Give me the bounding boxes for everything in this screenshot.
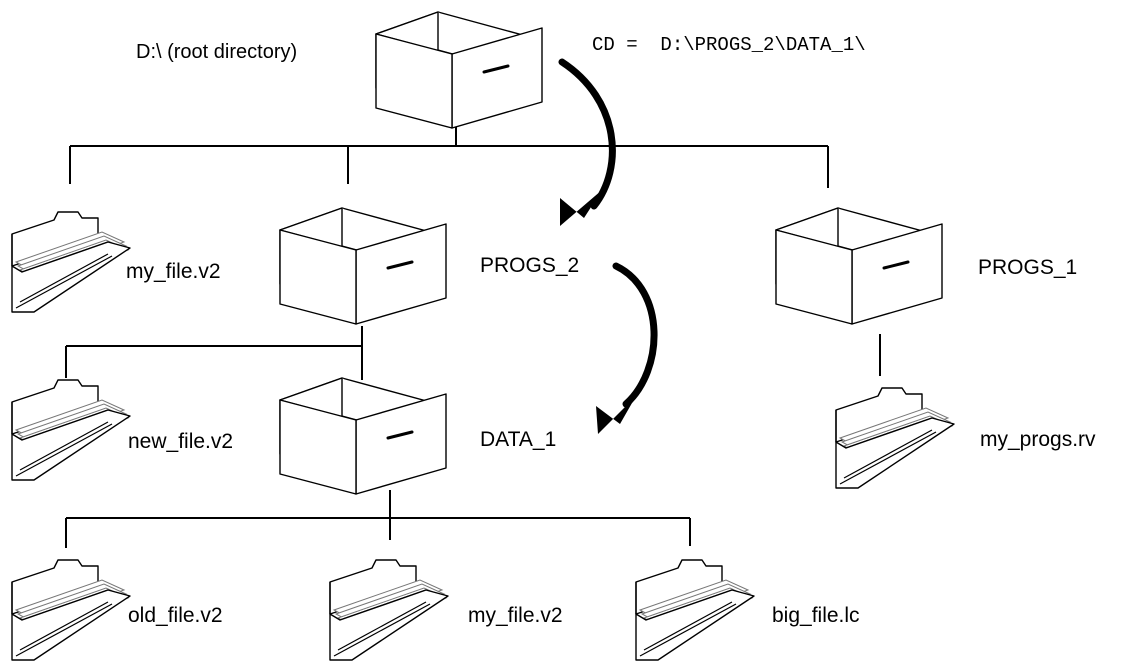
folder-icon (835, 387, 955, 489)
dir-label-progs1: PROGS_1 (978, 256, 1077, 279)
root-drawer-icon (374, 10, 544, 130)
file-label-my-file-v2-data1: my_file.v2 (468, 604, 563, 627)
data1-drawer-icon (278, 376, 448, 496)
progs2-drawer-icon (278, 206, 448, 326)
file-label-my-file-v2: my_file.v2 (126, 260, 221, 283)
folder-icon (11, 559, 131, 661)
cd-arrow-progs2-to-data1 (596, 262, 658, 434)
root-label: D:\ (root directory) (136, 41, 297, 63)
tree-connectors (65, 124, 881, 548)
file-label-new-file-v2: new_file.v2 (128, 430, 233, 453)
file-label-big-file-lc: big_file.lc (772, 604, 860, 627)
current-directory-label: CD = D:\PROGS_2\DATA_1\ (592, 34, 866, 56)
folder-icon (329, 559, 449, 661)
file-label-old-file-v2: old_file.v2 (128, 604, 223, 627)
dir-label-progs2: PROGS_2 (480, 254, 579, 277)
folder-icon (635, 559, 755, 661)
cd-arrow-root-to-progs2 (558, 58, 616, 226)
folder-icon (11, 211, 131, 313)
dir-label-data1: DATA_1 (480, 428, 556, 451)
file-label-my-progs-rv: my_progs.rv (980, 428, 1096, 451)
progs1-drawer-icon (774, 206, 944, 326)
folder-icon (11, 379, 131, 481)
